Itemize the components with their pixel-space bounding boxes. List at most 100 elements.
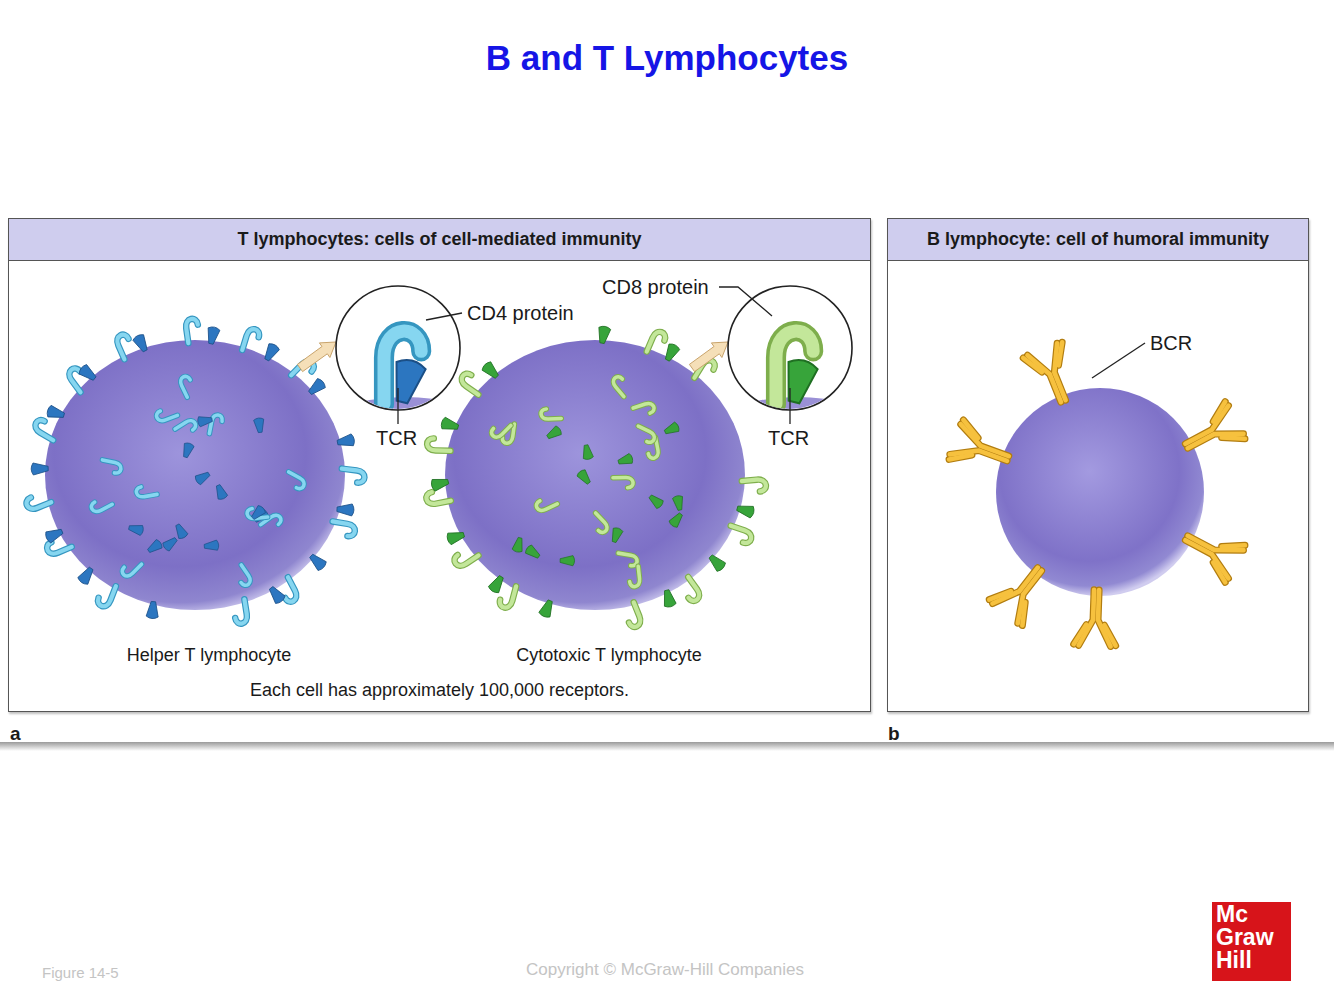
coreceptor [209,414,223,436]
receptor-fill [663,421,680,436]
logo-text: Mc [1216,902,1248,926]
receptor-fill [120,557,141,578]
coreceptor [179,375,197,397]
cytotoxic-cell-drawing [425,325,766,628]
receptor-fill [576,468,593,486]
publisher-logo [1212,902,1291,981]
leader-line [789,388,790,424]
cell-body [996,388,1204,596]
receptor-fill [340,469,365,484]
antibody-fill [1208,402,1231,422]
coreceptor [120,557,141,578]
receptor-fill [498,583,516,609]
receptor-fill [205,326,220,345]
part-label: BCR [1150,331,1192,355]
leader-line [397,388,398,424]
receptor-fill [90,495,112,513]
receptor-outline [617,553,638,566]
receptor-fill [487,574,506,595]
receptor-fill [647,493,665,510]
receptor-outline [498,583,516,609]
coreceptor [185,318,200,343]
receptor-fill [779,357,818,405]
coreceptor [25,491,51,511]
tcr-receptor [524,544,542,561]
receptor-fill [194,469,212,485]
tcr-receptor [307,551,328,571]
receptor-fill [197,415,213,428]
receptor-fill [634,426,656,444]
tcr-receptor [249,504,266,521]
coreceptor [611,375,632,397]
leader-line [719,287,772,316]
receptor-fill [336,434,355,449]
receptor-outline [633,402,655,418]
receptor-outline [96,582,116,608]
receptor-fill [459,371,485,394]
coreceptor [136,484,157,498]
receptor-fill [100,460,122,474]
receptor-fill [623,602,643,628]
coreceptor [617,553,638,566]
coreceptor [613,477,633,488]
receptor-fill [512,537,525,553]
receptor-fill [204,540,219,552]
receptor-outline [679,577,702,603]
receptor-fill [266,584,286,605]
tcr-receptor [663,421,680,436]
tcr-receptor [581,444,594,460]
tcr-receptor [162,535,180,552]
cell-name: Helper T lymphocyte [29,643,389,667]
receptor-fill [560,555,575,565]
tcr-receptor [672,495,685,511]
receptor-outline [233,565,253,587]
antibody-fill [956,424,1013,456]
receptor-fill [661,589,677,608]
helper-cell-drawing [25,318,365,624]
tcr-receptor [440,417,460,433]
receptor-fill [233,599,249,624]
receptor-fill [679,577,702,603]
receptor-fill [481,360,501,381]
receptor-outline [613,477,633,488]
cell-figure: Helper T lymphocyte [29,319,389,671]
receptor-outline [588,513,609,534]
receptor-fill [306,377,327,397]
receptor-outline [623,602,643,628]
receptor-fill [609,527,623,544]
receptor-outline [284,472,306,491]
receptor-fill [46,405,66,421]
tcr-receptor [336,434,355,449]
copyright-note: Copyright © McGraw-Hill Companies [526,958,804,982]
tcr-receptor [481,360,501,381]
tcr-receptor [617,453,634,467]
figure-number: Figure 14-5 [42,961,119,985]
receptor-fill [249,504,266,521]
receptor-fill [613,477,633,488]
tcr-receptor [668,511,685,529]
zoom-callouts [297,286,852,418]
receptor-outline [155,406,177,423]
tcr-receptor [736,502,756,518]
antibody-fill [1104,625,1117,645]
coreceptor [679,577,702,603]
tcr-receptor [213,483,228,500]
bcr-antibody [1177,401,1246,464]
antibody-outline [1079,589,1094,645]
receptor-fill [425,489,450,505]
antibody-outline [1222,536,1245,556]
bcr-antibody [1177,519,1246,582]
panel-letter: a [10,722,21,746]
coreceptor [541,408,561,419]
coreceptor [233,565,253,587]
receptors [25,318,365,624]
receptor-fill [524,544,542,561]
receptor-fill [337,503,355,516]
receptor-fill [541,408,561,419]
receptor-fill [162,535,180,552]
tcr-receptor [194,469,212,485]
receptor-fill [307,551,328,571]
receptor-outline [535,495,557,513]
receptor-outline [185,318,200,343]
